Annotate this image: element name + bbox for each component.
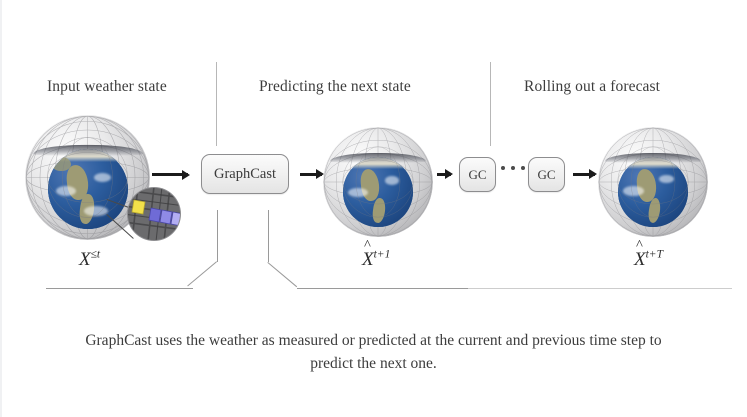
label-input-state: X≤t [79,249,100,271]
earth-cloud-a [55,185,77,196]
mesh-shell-opening [604,153,702,164]
section-divider-left [216,62,217,146]
guide-line-left-vertical [217,210,218,262]
section-divider-right [490,62,491,146]
section-title-rolling-out-forecast: Rolling out a forecast [524,78,661,95]
guide-line-right-diagonal [267,262,298,288]
forecast-state-globe [598,127,708,237]
guide-line-left-horizontal [46,288,193,289]
earth-cloud-b [385,176,400,185]
earth-landmass-west [51,156,71,172]
gc-chain-ellipsis [501,166,525,170]
earth-surface [47,148,128,229]
arrow-input-to-graphcast [152,173,188,176]
left-edge-border [0,0,2,417]
section-title-input-weather-state: Input weather state [47,78,167,95]
ellipsis-dot [521,166,525,170]
label-forecast-state-base: X [634,249,646,271]
graphcast-model-box[interactable]: GraphCast [201,154,289,194]
label-input-state-superscript: ≤t [90,248,101,261]
guide-line-right-vertical [268,210,269,262]
label-input-state-base: X [79,249,91,270]
label-forecast-state: Xt+T [634,249,663,271]
label-next-state: Xt+1 [362,249,390,271]
earth-surface [342,156,414,228]
arrow-graphcast-to-next-state [300,173,322,176]
next-state-globe [323,127,433,237]
earth-cloud-a [622,186,644,197]
gc-model-box-first[interactable]: GC [459,157,496,192]
guide-line-tail-horizontal [468,288,732,289]
ellipsis-dot [511,166,515,170]
magnifier-grid [128,188,180,240]
earth-surface [617,156,689,228]
guide-line-left-diagonal [187,261,217,287]
figure-caption: GraphCast uses the weather as measured o… [85,332,662,372]
earth-cloud-c [84,206,109,216]
mesh-shell-opening [32,145,143,157]
section-title-predicting-next-state: Predicting the next state [259,78,411,95]
label-forecast-state-superscript: t+T [645,248,663,261]
label-next-state-base: X [362,249,374,271]
grid-cell-magnifier [128,188,180,240]
mesh-shell-opening [329,153,427,164]
guide-line-right-horizontal [297,288,469,289]
arrow-gc-to-forecast [573,173,595,176]
label-next-state-superscript: t+1 [373,248,391,261]
gc-model-box-last[interactable]: GC [528,157,565,192]
earth-cloud-a [348,187,369,197]
arrow-next-state-to-gc [437,173,451,176]
ellipsis-dot [501,166,505,170]
